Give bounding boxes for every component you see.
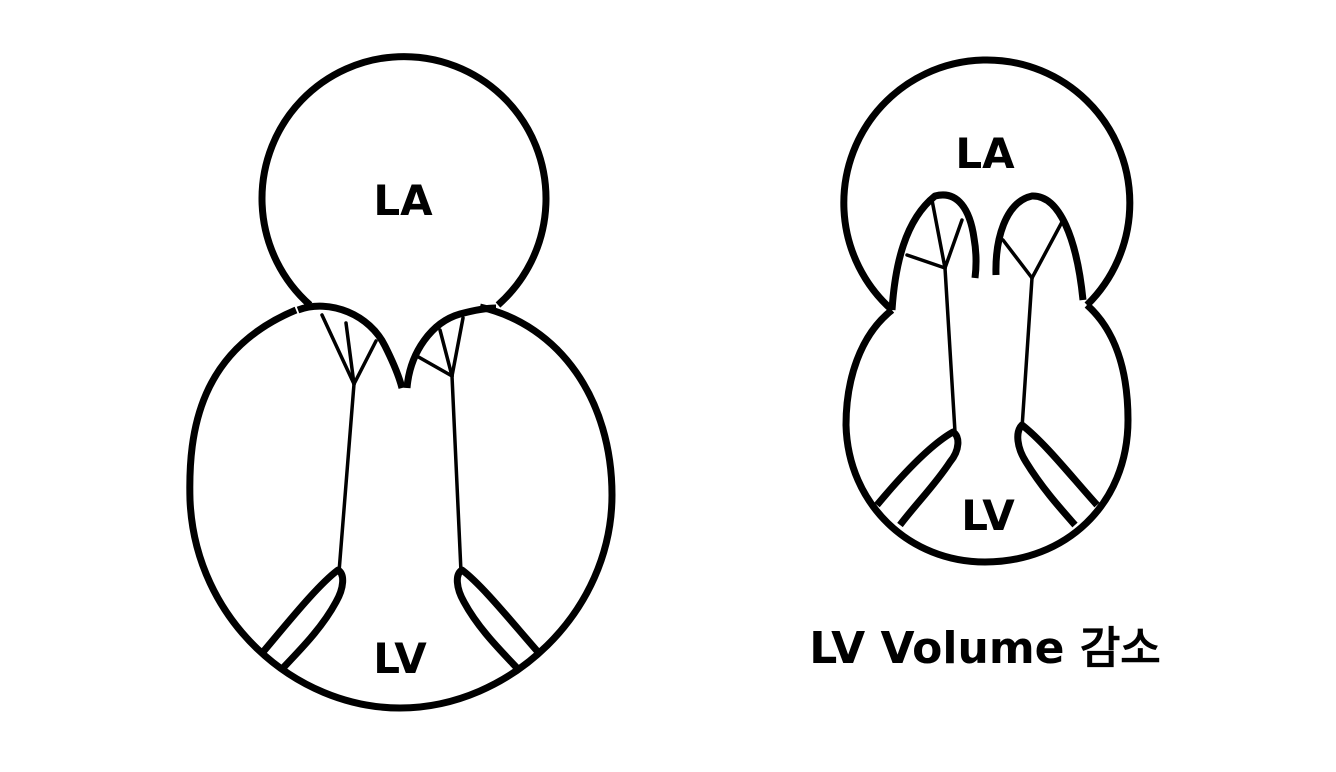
- right-papillary-muscle-posterior: [1014, 421, 1100, 528]
- left-anterior-leaflet: [296, 302, 406, 389]
- normal-heart: LA LV: [186, 53, 616, 712]
- left-papillary-muscle-posterior: [453, 566, 541, 672]
- right-anterior-leaflet: [888, 191, 980, 311]
- right-papillary-muscle-anterior: [874, 428, 962, 528]
- left-atrium-outline: [258, 53, 550, 308]
- right-ventricle-outline: [842, 302, 1132, 566]
- right-ventricle-label: LV: [961, 491, 1015, 540]
- caption-text: LV Volume 감소: [809, 623, 1161, 674]
- right-chordae-posterior: [1001, 220, 1064, 430]
- right-atrium-outline: [840, 56, 1134, 313]
- reduced-volume-heart: LA LV: [840, 56, 1134, 566]
- left-papillary-muscle-anterior: [260, 566, 347, 672]
- left-ventricle-outline: [186, 303, 616, 712]
- right-posterior-leaflet: [992, 192, 1087, 301]
- right-atrium-label: LA: [955, 129, 1015, 178]
- left-chordae-anterior: [320, 313, 378, 574]
- left-posterior-leaflet: [403, 304, 497, 389]
- left-atrium-label: LA: [373, 176, 433, 225]
- right-chordae-anterior: [905, 198, 964, 434]
- left-chordae-posterior: [413, 316, 465, 574]
- left-ventricle-label: LV: [373, 634, 427, 683]
